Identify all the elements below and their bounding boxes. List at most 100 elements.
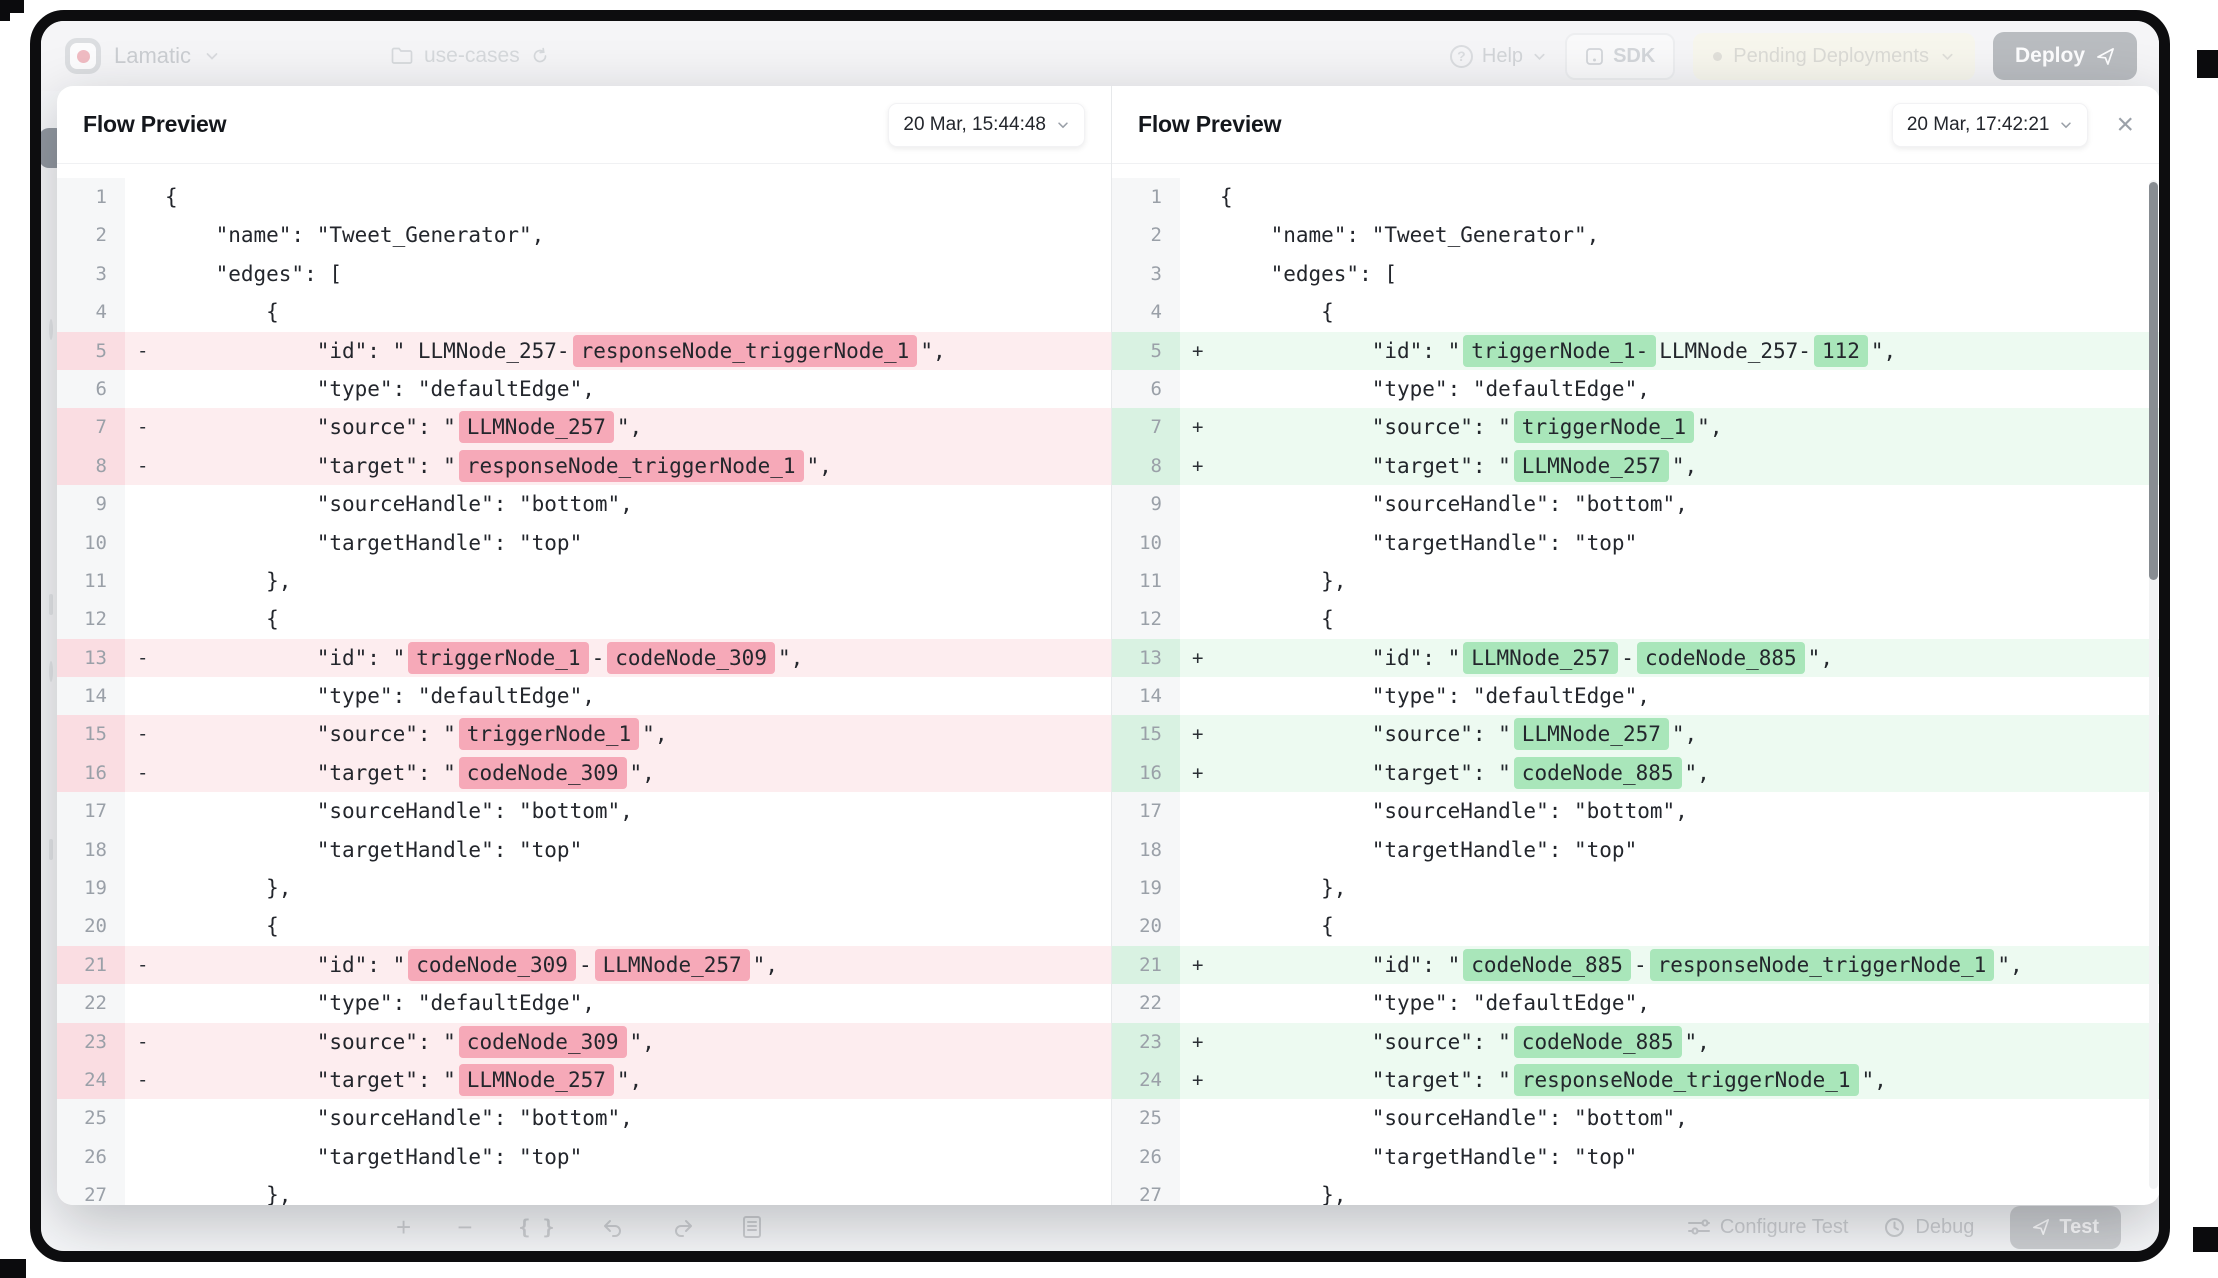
diff-panel-new: Flow Preview 20 Mar, 17:42:21 × 1 {2 "nam… [1112, 86, 2159, 1205]
code-text: "type": "defaultEdge", [1220, 684, 1650, 709]
code-text: "edges": [ [1220, 261, 1398, 286]
version-timestamp-dropdown[interactable]: 20 Mar, 17:42:21 [1891, 102, 2089, 147]
panel-title: Flow Preview [1138, 111, 1282, 137]
line-number: 8 [1112, 446, 1180, 486]
added-sign: + [1192, 454, 1204, 477]
line-number: 12 [57, 600, 125, 639]
code-text: "targetHandle": "top" [165, 530, 583, 555]
line-number: 4 [1112, 293, 1180, 332]
timestamp-label: 20 Mar, 15:44:48 [903, 113, 1046, 135]
line-number: 1 [57, 178, 125, 217]
line-number: 1 [1112, 178, 1180, 217]
line-number: 5 [57, 331, 125, 370]
code-text: + "source": "LLMNode_257", [1180, 715, 2159, 754]
code-line: 22 "type": "defaultEdge", [57, 984, 1111, 1023]
added-sign: + [1192, 339, 1204, 362]
crop-mark [2193, 1227, 2218, 1252]
line-number: 23 [1112, 1022, 1180, 1061]
line-number: 14 [57, 677, 125, 716]
code-text: "name": "Tweet_Generator", [1220, 223, 1600, 248]
line-number: 19 [1112, 869, 1180, 908]
code-line: 21+ "id": "codeNode_885-responseNode_tri… [1112, 945, 2159, 985]
removed-sign: - [137, 339, 149, 362]
removed-sign: - [137, 723, 149, 746]
code-line: 14 "type": "defaultEdge", [1112, 677, 2159, 716]
version-timestamp-dropdown[interactable]: 20 Mar, 15:44:48 [888, 102, 1085, 147]
added-sign: + [1192, 416, 1204, 439]
line-number: 15 [1112, 715, 1180, 754]
line-number: 11 [1112, 561, 1180, 601]
code-diff-old: 1{2 "name": "Tweet_Generator",3 "edges":… [57, 164, 1111, 1205]
line-number: 21 [57, 945, 125, 985]
code-text: - "source": "codeNode_309", [125, 1022, 1111, 1061]
line-number: 14 [1112, 677, 1180, 716]
close-icon[interactable]: × [2116, 107, 2134, 141]
code-line: 4 { [1112, 293, 2159, 332]
code-text: "targetHandle": "top" [1220, 837, 1638, 862]
code-text: - "id": "triggerNode_1-codeNode_309", [125, 638, 1111, 678]
code-line: 24- "target": "LLMNode_257", [57, 1060, 1111, 1100]
code-text: "targetHandle": "top" [1220, 530, 1638, 555]
code-line: 6 "type": "defaultEdge", [57, 369, 1111, 409]
code-line: 8- "target": "responseNode_triggerNode_1… [57, 446, 1111, 486]
removed-sign: - [137, 454, 149, 477]
code-text: }, [165, 568, 292, 593]
timestamp-label: 20 Mar, 17:42:21 [1906, 113, 2050, 135]
crop-mark [0, 0, 10, 21]
code-text: { [1220, 300, 1334, 325]
code-line: 9 "sourceHandle": "bottom", [1112, 485, 2159, 524]
code-line: 19 }, [1112, 869, 2159, 908]
crop-mark [2197, 50, 2218, 78]
code-text: - "target": "LLMNode_257", [125, 1060, 1111, 1100]
code-text: + "target": "codeNode_885", [1180, 753, 2159, 793]
removed-sign: - [137, 761, 149, 784]
added-sign: + [1192, 1030, 1204, 1053]
code-text: }, [1220, 876, 1347, 901]
line-number: 20 [1112, 907, 1180, 946]
line-number: 22 [57, 984, 125, 1023]
code-text: "targetHandle": "top" [165, 837, 583, 862]
code-line: 2 "name": "Tweet_Generator", [57, 216, 1111, 255]
code-line: 7+ "source": "triggerNode_1", [1112, 408, 2159, 447]
code-text: "targetHandle": "top" [165, 1144, 583, 1169]
code-line: 24+ "target": "responseNode_triggerNode_… [1112, 1060, 2159, 1100]
scrollbar-track[interactable] [2149, 180, 2158, 1189]
line-number: 23 [57, 1022, 125, 1061]
code-line: 18 "targetHandle": "top" [1112, 830, 2159, 870]
removed-sign: - [137, 1068, 149, 1091]
line-number: 25 [57, 1099, 125, 1138]
code-line: 13+ "id": "LLMNode_257-codeNode_885", [1112, 638, 2159, 678]
line-number: 9 [1112, 485, 1180, 524]
code-line: 10 "targetHandle": "top" [57, 523, 1111, 562]
line-number: 21 [1112, 945, 1180, 985]
code-text: + "id": "triggerNode_1-LLMNode_257-112", [1180, 331, 2159, 370]
removed-sign: - [137, 416, 149, 439]
code-text: { [165, 300, 279, 325]
added-sign: + [1192, 761, 1204, 784]
line-number: 5 [1112, 331, 1180, 370]
code-text: }, [1220, 568, 1347, 593]
code-text: - "source": "triggerNode_1", [125, 715, 1111, 754]
flow-preview-modal: Flow Preview 20 Mar, 15:44:48 1 {2 "name"… [57, 86, 2159, 1205]
code-line: 8+ "target": "LLMNode_257", [1112, 446, 2159, 486]
line-number: 9 [57, 485, 125, 524]
code-text: + "target": "responseNode_triggerNode_1"… [1180, 1060, 2159, 1100]
code-text: + "id": "LLMNode_257-codeNode_885", [1180, 638, 2159, 678]
line-number: 10 [1112, 523, 1180, 562]
added-sign: + [1192, 646, 1204, 669]
code-line: 2 "name": "Tweet_Generator", [1112, 216, 2159, 255]
code-text: "type": "defaultEdge", [165, 991, 595, 1016]
code-line: 25 "sourceHandle": "bottom", [57, 1099, 1111, 1138]
chevron-down-icon [1056, 118, 1070, 132]
scrollbar-thumb[interactable] [2149, 182, 2158, 580]
line-number: 8 [57, 446, 125, 486]
line-number: 19 [57, 869, 125, 908]
code-line: 20 { [1112, 907, 2159, 946]
code-text: "sourceHandle": "bottom", [165, 492, 633, 517]
line-number: 18 [57, 830, 125, 870]
code-line: 18 "targetHandle": "top" [57, 830, 1111, 870]
code-text: "type": "defaultEdge", [1220, 376, 1650, 401]
panel-header: Flow Preview 20 Mar, 15:44:48 [57, 86, 1111, 164]
code-line: 6 "type": "defaultEdge", [1112, 369, 2159, 409]
code-text: "targetHandle": "top" [1220, 1144, 1638, 1169]
